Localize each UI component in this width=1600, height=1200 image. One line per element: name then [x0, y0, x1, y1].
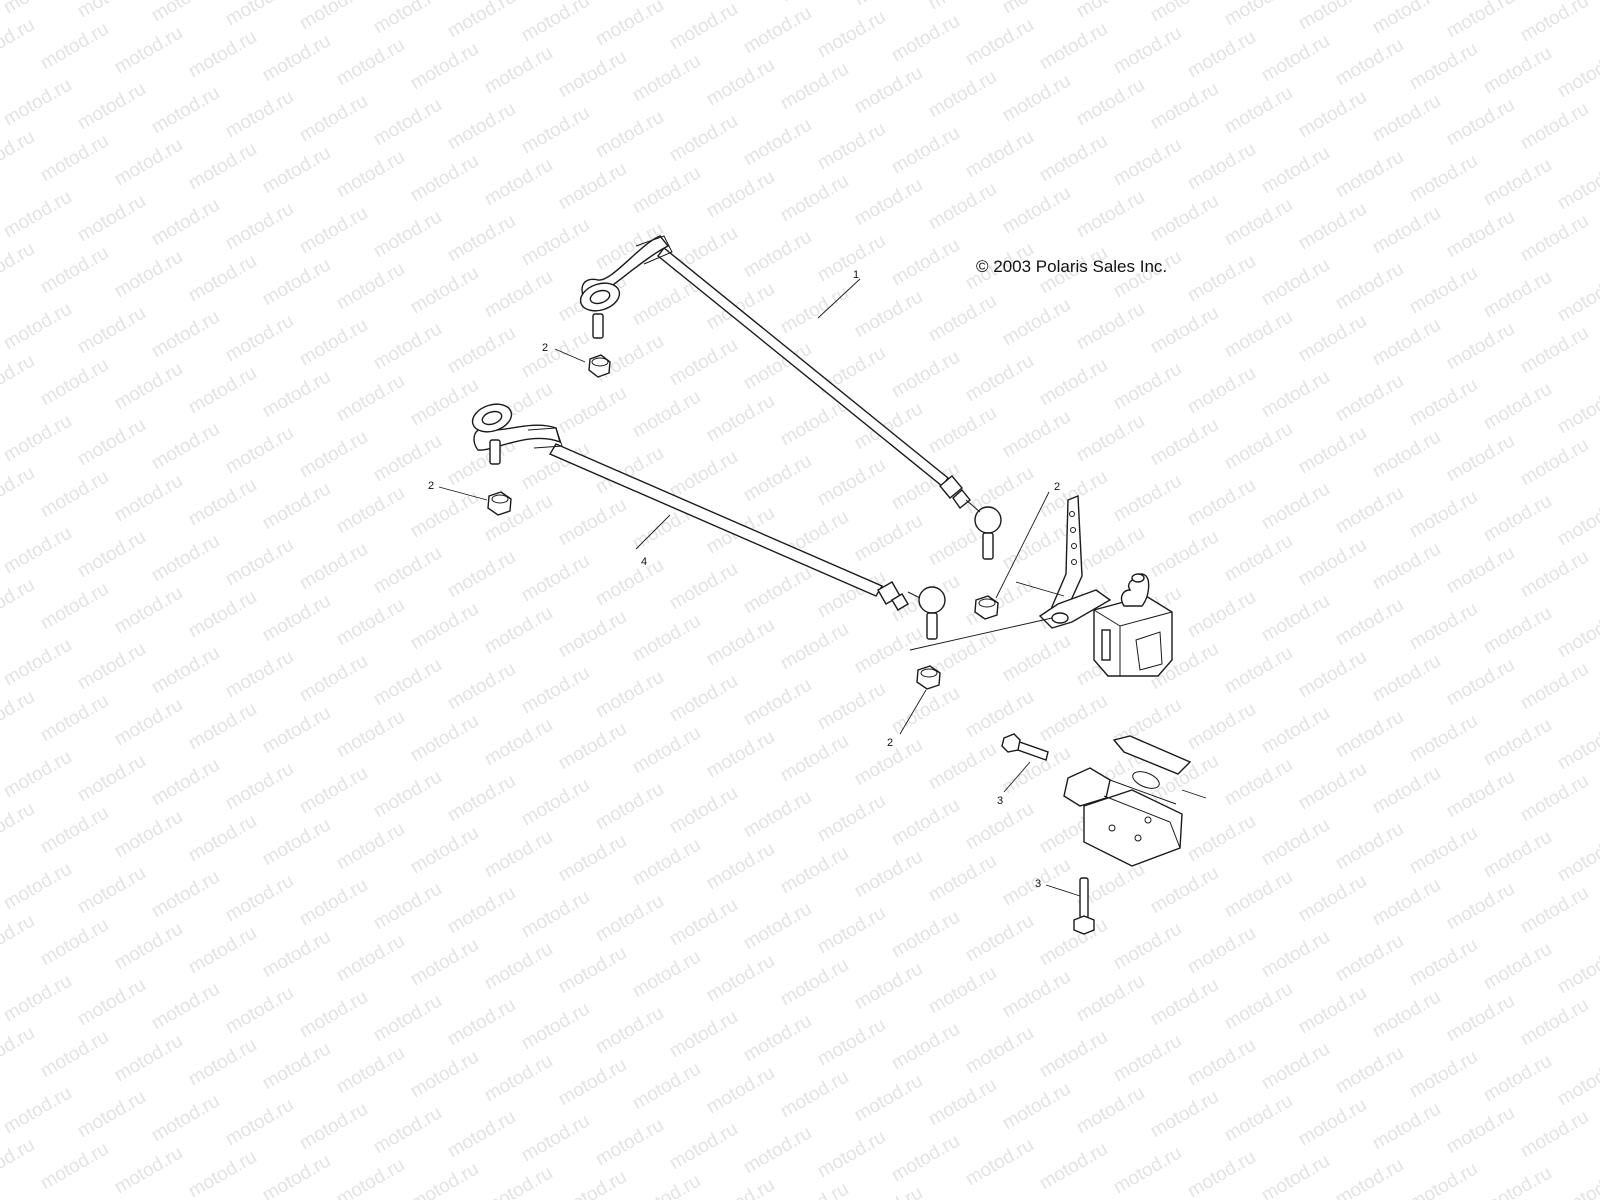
nut-left: [487, 491, 512, 516]
bolt-upper: [1001, 733, 1049, 761]
nut-lower: [916, 665, 941, 690]
callouts: 1 2 2 2 2 3 3 4: [428, 269, 1060, 890]
bolt-lower: [1073, 877, 1095, 935]
tie-rod-lower: [471, 403, 946, 640]
steering-gear-assembly: [1015, 494, 1173, 677]
callout-2-nut-lower: 2: [887, 737, 893, 749]
tie-rod-upper: [579, 235, 1002, 560]
callout-3-bolt-lower: 3: [1035, 878, 1041, 890]
leader-lines: [438, 278, 1081, 897]
callout-2-nut-left: 2: [428, 480, 434, 492]
callout-1: 1: [853, 269, 859, 281]
callout-3-bolt-upper: 3: [997, 795, 1003, 807]
nut-middle: [974, 595, 999, 620]
copyright-text: © 2003 Polaris Sales Inc.: [976, 257, 1167, 276]
callout-4: 4: [641, 556, 647, 568]
callout-2-nut-middle: 2: [1054, 481, 1060, 493]
nut-upper: [588, 354, 611, 378]
mounting-bracket: [1063, 735, 1207, 867]
callout-2-nut-upper: 2: [542, 342, 548, 354]
